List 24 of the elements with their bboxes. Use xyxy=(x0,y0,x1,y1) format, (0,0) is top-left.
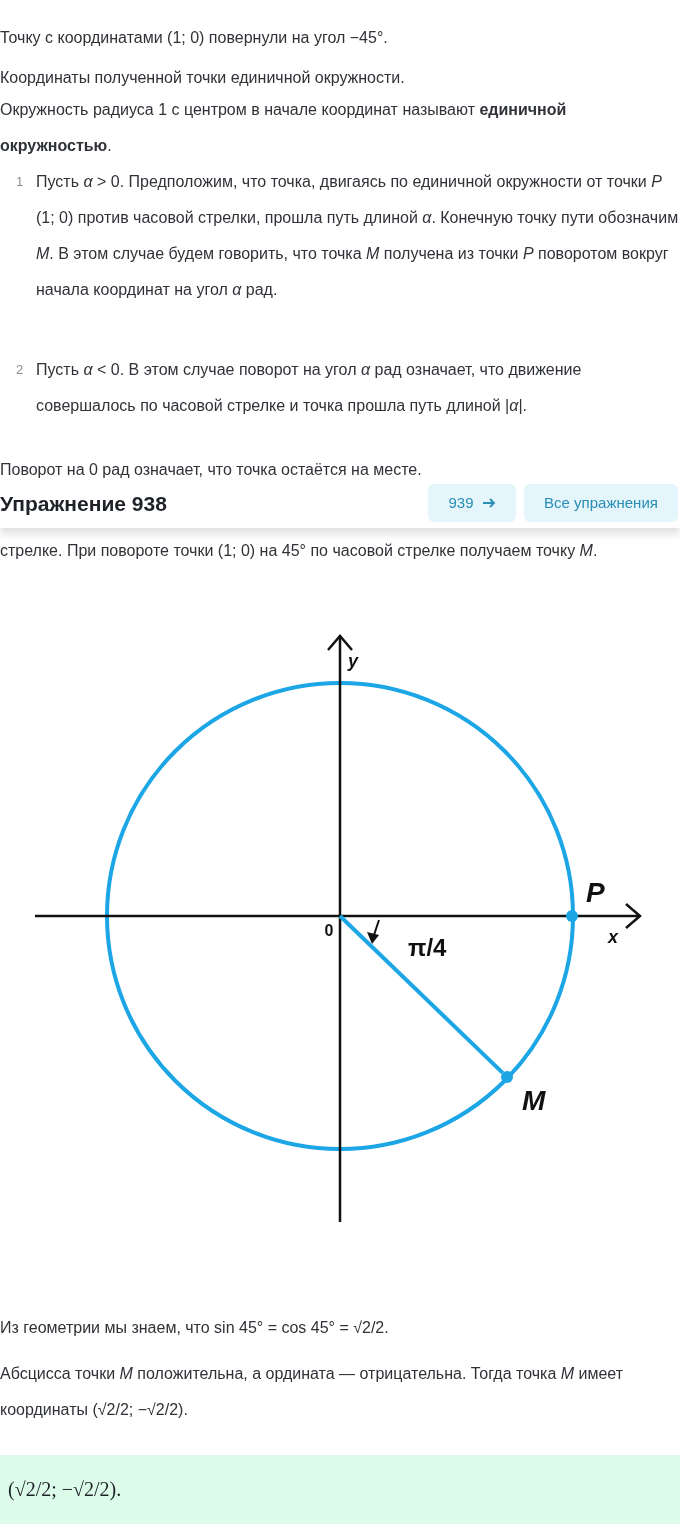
axis-label: x xyxy=(608,926,618,949)
list-item-text: Пусть α < 0. В этом случае поворот на угол α рад означает, что движение совершалось по часовой стрелке и точка прошла путь длиной |α|. xyxy=(36,360,583,416)
note-text: Поворот на 0 рад означает, что точка остаётся на месте. xyxy=(0,460,422,480)
next-exercise-button: 939 xyxy=(428,484,516,522)
definition-text: Окружность радиуса 1 с центром в начале координат называют единичной окружностью. xyxy=(0,100,568,156)
point-label: M xyxy=(522,1084,546,1118)
task-text: Точку с координатами (1; 0) повернули на угол −45°. xyxy=(0,28,388,48)
origin-label: 0 xyxy=(318,918,340,944)
list-number: 2 xyxy=(16,361,24,379)
solution-text: Из геометрии мы знаем, что sin 45° = cos 45° = √2/2. xyxy=(0,1318,389,1338)
all-exercises-button: Все упражнения xyxy=(524,484,678,522)
radius-line xyxy=(338,914,505,1075)
angle-label: π/4 xyxy=(408,933,447,963)
axis-label: y xyxy=(348,650,358,673)
solution-text: стрелке. При повороте точки (1; 0) на 45° по часовой стрелке получаем точку M. xyxy=(0,541,599,561)
point-dot xyxy=(501,1071,513,1083)
task-text: Координаты полученной точки единичной окружности. xyxy=(0,68,405,88)
list-item-text: Пусть α > 0. Предположим, что точка, двигаясь по единичной окружности от точки P (1; 0) против часовой стрелки, прошла путь длиной α. Конечную точку пути обозначим M. В этом случае будем говорить, что точка M получена из точки P поворотом вокруг начала координат на угол α рад. xyxy=(36,172,680,300)
point-label: P xyxy=(586,876,605,910)
point-dot xyxy=(566,910,578,922)
exercise-heading: Упражнение 938 xyxy=(0,491,167,517)
list-number: 1 xyxy=(16,173,24,191)
solution-text: Абсцисса точки M положительна, а ордината — отрицательна. Тогда точка M имеет координаты (√2/2; −√2/2). xyxy=(0,1364,625,1420)
answer-text: (√2/2; −√2/2). xyxy=(8,1477,122,1503)
